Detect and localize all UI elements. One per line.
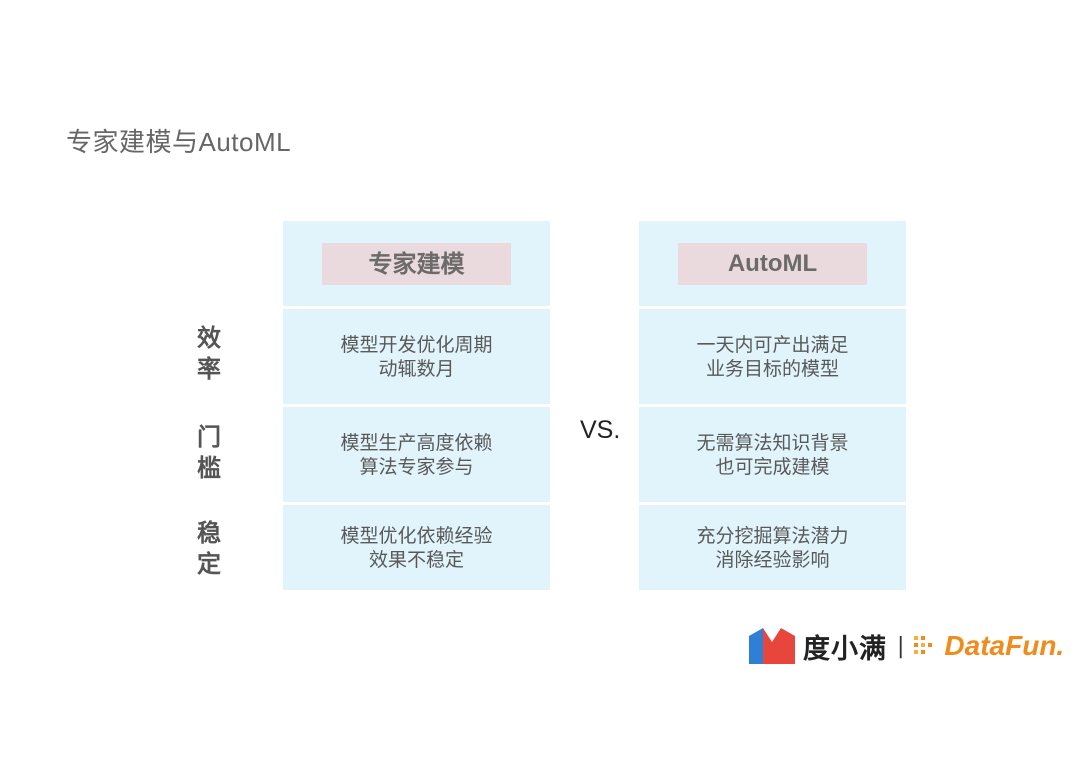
column-header: 专家建模 <box>322 242 511 285</box>
row-label-stability: 稳 定 <box>196 518 222 580</box>
automl-column: AutoML 一天内可产出满足 业务目标的模型 无需算法知识背景 也可完成建模 … <box>639 221 906 590</box>
cell-line: 充分挖掘算法潜力 <box>696 524 849 547</box>
comparison-cell: 无需算法知识背景 也可完成建模 <box>639 407 906 502</box>
comparison-cell: 模型优化依赖经验 效果不稳定 <box>283 505 550 590</box>
cell-line: 动辄数月 <box>378 357 455 380</box>
row-label-char: 槛 <box>197 454 221 482</box>
row-label-char: 定 <box>197 550 221 578</box>
cell-line: 业务目标的模型 <box>705 357 839 380</box>
expert-modeling-column: 专家建模 模型开发优化周期 动辄数月 模型生产高度依赖 算法专家参与 模型优化依… <box>283 221 550 590</box>
cell-line: 消除经验影响 <box>715 548 830 571</box>
column-header: AutoML <box>678 242 867 285</box>
comparison-cell: 一天内可产出满足 业务目标的模型 <box>639 309 906 404</box>
cell-line: 算法专家参与 <box>359 455 474 478</box>
cell-line: 也可完成建模 <box>715 455 830 478</box>
comparison-cell: 充分挖掘算法潜力 消除经验影响 <box>639 505 906 590</box>
comparison-cell: 模型生产高度依赖 算法专家参与 <box>283 407 550 502</box>
footer-logos: 度小满 | DataFun. <box>749 626 1064 666</box>
comparison-cell: 模型开发优化周期 动辄数月 <box>283 309 550 404</box>
brand-name: 度小满 <box>803 633 887 665</box>
logo-separator: | <box>897 633 905 659</box>
cell-line: 效果不稳定 <box>368 548 464 571</box>
vs-label: VS. <box>580 416 621 444</box>
column-header-cell: AutoML <box>639 221 906 306</box>
cell-line: 模型开发优化周期 <box>340 333 493 356</box>
column-header-cell: 专家建模 <box>283 221 550 306</box>
slide-title: 专家建模与AutoML <box>66 127 292 157</box>
cell-line: 模型生产高度依赖 <box>340 431 493 454</box>
cell-line: 模型优化依赖经验 <box>340 524 493 547</box>
row-label-char: 稳 <box>197 519 221 547</box>
row-label-threshold: 门 槛 <box>196 422 222 484</box>
datafun-logo-icon <box>914 636 933 654</box>
row-label-char: 门 <box>197 423 221 451</box>
row-label-char: 率 <box>197 355 221 383</box>
partner-name: DataFun. <box>944 630 1065 661</box>
row-label-char: 效 <box>197 324 221 352</box>
cell-line: 一天内可产出满足 <box>696 333 849 356</box>
cell-line: 无需算法知识背景 <box>696 431 849 454</box>
row-label-efficiency: 效 率 <box>196 323 222 385</box>
duxiaoman-logo-icon <box>749 628 795 664</box>
